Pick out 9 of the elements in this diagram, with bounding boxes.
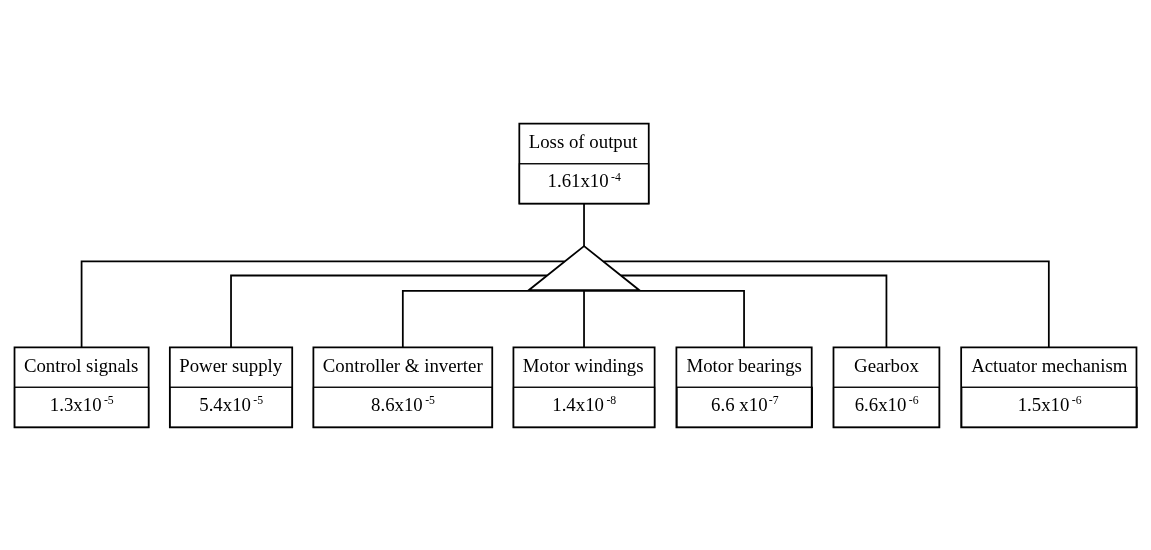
connector	[583, 202, 585, 247]
connector	[620, 274, 888, 348]
connector	[583, 289, 585, 348]
node-gate	[526, 244, 642, 291]
connector	[230, 274, 548, 348]
connector	[401, 289, 585, 348]
connector	[602, 260, 1050, 348]
connector	[583, 289, 745, 348]
connector	[80, 260, 566, 348]
